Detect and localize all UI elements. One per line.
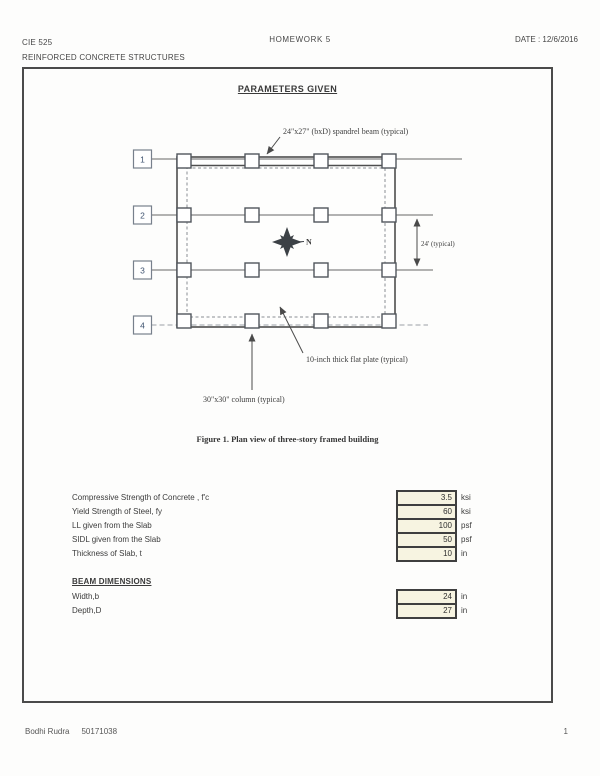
slab-hidden-edge xyxy=(186,167,386,318)
grid-label-3: 3 xyxy=(140,266,145,276)
column xyxy=(244,262,260,278)
flat-plate-leader xyxy=(279,306,304,354)
column xyxy=(176,207,192,223)
param-unit: ksi xyxy=(461,507,471,516)
column xyxy=(381,262,397,278)
column xyxy=(244,207,260,223)
grid-label-box-3 xyxy=(132,260,153,280)
grid-label-box-1 xyxy=(132,149,153,169)
student-id: 50171038 xyxy=(81,727,118,736)
course-name: REINFORCED CONCRETE STRUCTURES xyxy=(22,53,185,62)
param-unit: psf xyxy=(461,535,472,544)
grid-labels: 1 2 3 4 xyxy=(132,149,153,335)
column xyxy=(381,207,397,223)
column-annotation: 30"x30" column (typical) xyxy=(203,395,285,404)
column xyxy=(244,153,260,169)
column xyxy=(313,262,329,278)
dimension-label: 24' (typical) xyxy=(421,240,455,248)
homework-title: HOMEWORK 5 xyxy=(269,35,331,44)
column xyxy=(313,207,329,223)
panel-title: PARAMETERS GIVEN xyxy=(237,84,338,94)
param-unit: in xyxy=(461,606,468,615)
param-unit: psf xyxy=(461,521,472,530)
param-label: Compressive Strength of Concrete , f'c xyxy=(72,493,210,502)
param-unit: in xyxy=(461,549,468,558)
grid-label-2: 2 xyxy=(140,211,145,221)
param-label: Yield Strength of Steel, fy xyxy=(72,507,162,516)
param-label: SIDL given from the Slab xyxy=(72,535,161,544)
column xyxy=(244,313,260,329)
flat-plate-annotation: 10-inch thick flat plate (typical) xyxy=(306,355,408,364)
figure-caption: Figure 1. Plan view of three-story frame… xyxy=(196,434,379,444)
compass-rose-icon: N xyxy=(272,227,312,257)
param-label: Width,b xyxy=(72,592,100,601)
column xyxy=(381,153,397,169)
spandrel-beam-annotation: 24"x27" (bxD) spandrel beam (typical) xyxy=(283,127,408,136)
columns xyxy=(176,153,397,329)
param-value-cell: 10 xyxy=(396,546,457,562)
param-unit: ksi xyxy=(461,493,471,502)
author-name: Bodhi Rudra xyxy=(25,727,70,736)
course-code: CIE 525 xyxy=(22,38,53,47)
header-left: CIE 525 REINFORCED CONCRETE STRUCTURES xyxy=(22,35,185,65)
column xyxy=(381,313,397,329)
column xyxy=(176,313,192,329)
column xyxy=(313,153,329,169)
column xyxy=(313,313,329,329)
footer-author-block: Bodhi Rudra 50171038 xyxy=(25,727,117,736)
grid-label-1: 1 xyxy=(140,155,145,165)
param-label: Depth,D xyxy=(72,606,102,615)
param-unit: in xyxy=(461,592,468,601)
grid-label-box-2 xyxy=(132,205,153,225)
column xyxy=(176,153,192,169)
parameters-panel-border xyxy=(22,67,553,703)
bay-dimension: 24' (typical) xyxy=(413,218,455,267)
plan-view-diagram: 1 2 3 4 xyxy=(132,127,462,404)
param-value-cell: 27 xyxy=(396,603,457,619)
grid-label-box-4 xyxy=(132,315,153,335)
slab-edge-outline xyxy=(176,156,396,328)
beam-dimensions-heading: BEAM DIMENSIONS xyxy=(72,577,152,586)
north-label: N xyxy=(306,238,312,247)
column xyxy=(176,262,192,278)
param-label: Thickness of Slab, t xyxy=(72,549,142,558)
date-label: DATE : 12/6/2016 xyxy=(515,35,578,44)
spandrel-beam-leader xyxy=(266,136,281,155)
param-label: LL given from the Slab xyxy=(72,521,152,530)
page-number: 1 xyxy=(563,727,568,736)
grid-label-4: 4 xyxy=(140,321,145,331)
